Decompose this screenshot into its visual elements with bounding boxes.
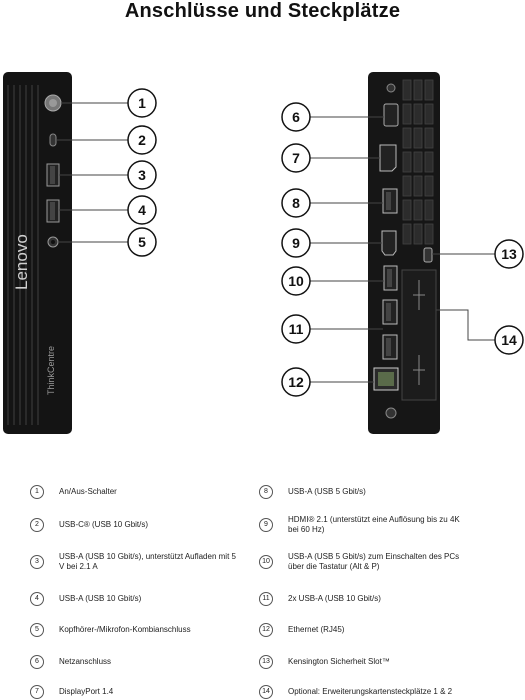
legend-item-12: 12 Ethernet (RJ45) (259, 623, 468, 637)
legend-number: 1 (30, 485, 44, 499)
legend-item-2: 2 USB-C® (USB 10 Gbit/s) (30, 518, 239, 532)
callout-5: 5 (127, 227, 157, 257)
lenovo-logo: Lenovo (12, 234, 31, 290)
legend-number: 2 (30, 518, 44, 532)
legend-text: Ethernet (RJ45) (288, 625, 345, 634)
legend-text: Kensington Sicherheit Slot™ (288, 657, 390, 666)
legend-number: 4 (30, 592, 44, 606)
legend-number: 13 (259, 655, 273, 669)
svg-text:4: 4 (138, 202, 146, 218)
legend-text: Optional: Erweiterungskartensteckplätze … (288, 687, 453, 696)
legend-text: USB-C® (USB 10 Gbit/s) (59, 520, 149, 529)
svg-text:7: 7 (292, 150, 300, 166)
legend-item-1: 1 An/Aus-Schalter (30, 485, 239, 499)
svg-text:9: 9 (292, 235, 300, 251)
power-connector (383, 103, 399, 127)
legend-number: 11 (259, 592, 273, 606)
legend-number: 14 (259, 685, 273, 699)
legend-item-6: 6 Netzanschluss (30, 655, 239, 669)
svg-text:6: 6 (292, 109, 300, 125)
legend-item-3: 3 USB-A (USB 10 Gbit/s), unterstützt Aufl… (30, 552, 239, 572)
kensington-slot (423, 247, 433, 263)
svg-text:5: 5 (138, 234, 146, 250)
callout-9: 9 (281, 228, 311, 258)
legend-item-14: 14 Optional: Erweiterungskartensteckplätz… (259, 685, 468, 699)
hdmi-port (381, 230, 397, 256)
callout-11: 11 (281, 314, 311, 344)
legend-item-4: 4 USB-A (USB 10 Gbit/s) (30, 592, 239, 606)
callout-14: 14 (494, 325, 524, 355)
callout-1: 1 (127, 88, 157, 118)
callout-4: 4 (127, 195, 157, 225)
front-vent-grooves (7, 85, 39, 425)
svg-text:2: 2 (138, 132, 146, 148)
legend-item-7: 7 DisplayPort 1.4 (30, 685, 239, 699)
legend-item-13: 13 Kensington Sicherheit Slot™ (259, 655, 468, 669)
legend-text: HDMI® 2.1 (unterstützt eine Auflösung bi… (288, 515, 460, 534)
legend-text: USB-A (USB 5 Gbit/s) (288, 487, 366, 496)
callout-10: 10 (281, 266, 311, 296)
svg-text:3: 3 (138, 167, 146, 183)
callout-3: 3 (127, 160, 157, 190)
page-title: Anschlüsse und Steckplätze (124, 0, 401, 22)
callout-13: 13 (494, 239, 524, 269)
usb-c-port-front (49, 133, 57, 147)
svg-text:13: 13 (501, 246, 517, 262)
legend-text: Netzanschluss (59, 657, 112, 666)
front-view: Lenovo ThinkCentre (3, 72, 72, 434)
svg-text:14: 14 (501, 332, 517, 348)
legend-item-5: 5 Kopfhörer-/Mikrofon-Kombianschluss (30, 623, 239, 637)
legend-number: 9 (259, 518, 273, 532)
callout-2: 2 (127, 125, 157, 155)
svg-text:11: 11 (289, 321, 304, 337)
displayport (379, 144, 397, 172)
legend-item-9: 9 HDMI® 2.1 (unterstützt eine Auflösung b… (259, 515, 468, 535)
legend-text: USB-A (USB 10 Gbit/s) (59, 594, 142, 603)
callout-6: 6 (281, 102, 311, 132)
legend-number: 5 (30, 623, 44, 637)
legend-number: 8 (259, 485, 273, 499)
callout-8: 8 (281, 188, 311, 218)
svg-text:1: 1 (138, 95, 146, 111)
legend-text: USB-A (USB 10 Gbit/s), unterstützt Aufla… (59, 552, 236, 571)
thinkcentre-logo: ThinkCentre (46, 346, 56, 395)
legend-item-11: 11 2x USB-A (USB 10 Gbit/s) (259, 592, 468, 606)
legend-number: 3 (30, 555, 44, 569)
svg-text:12: 12 (288, 374, 304, 390)
legend-text: 2x USB-A (USB 10 Gbit/s) (288, 594, 381, 603)
legend-item-10: 10 USB-A (USB 5 Gbit/s) zum Einschalten d… (259, 552, 468, 572)
svg-text:8: 8 (292, 195, 300, 211)
leader-lines (57, 102, 496, 383)
legend-number: 6 (30, 655, 44, 669)
svg-text:10: 10 (288, 273, 304, 289)
back-view (368, 72, 440, 434)
ports-diagram: Lenovo ThinkCentre (3, 72, 524, 434)
callout-7: 7 (281, 143, 311, 173)
legend-text: USB-A (USB 5 Gbit/s) zum Einschalten des… (288, 552, 460, 571)
back-vent-grid (402, 79, 434, 245)
legend-number: 12 (259, 623, 273, 637)
legend-text: Kopfhörer-/Mikrofon-Kombianschluss (59, 625, 191, 634)
legend-item-8: 8 USB-A (USB 5 Gbit/s) (259, 485, 468, 499)
legend-number: 7 (30, 685, 44, 699)
legend-number: 10 (259, 555, 273, 569)
legend-text: DisplayPort 1.4 (59, 687, 114, 696)
legend-text: An/Aus-Schalter (59, 487, 117, 496)
callout-12: 12 (281, 367, 311, 397)
